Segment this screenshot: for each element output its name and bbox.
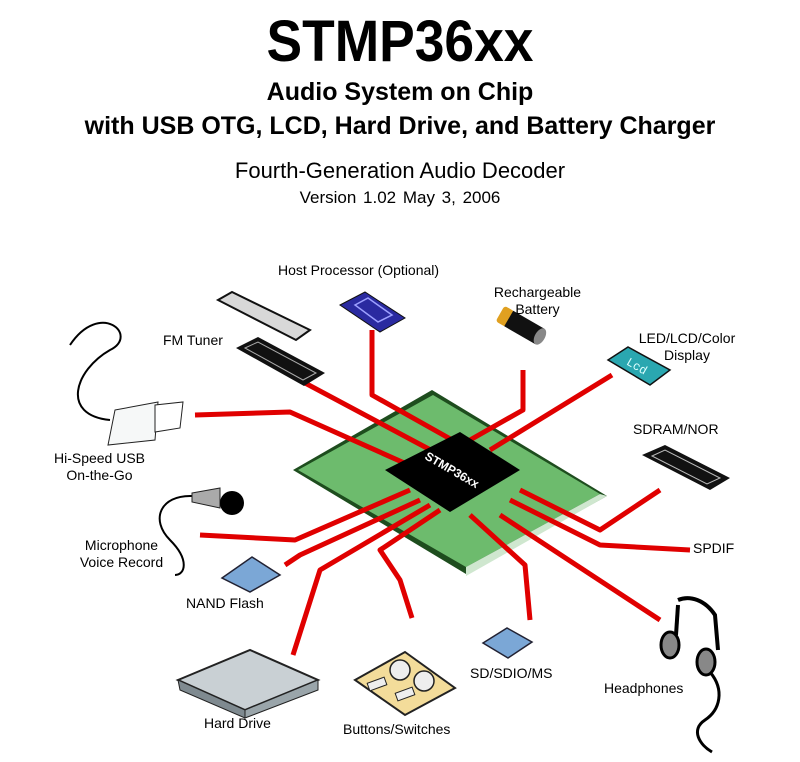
label-usb: Hi-Speed USB On-the-Go bbox=[53, 450, 146, 483]
label-headphones: Headphones bbox=[604, 680, 684, 696]
trace-battery bbox=[468, 370, 526, 443]
label-microphone: Microphone Voice Record bbox=[79, 537, 164, 570]
trace-microphone bbox=[199, 487, 411, 543]
usb-plug-icon bbox=[69, 321, 184, 446]
subtitle-line-2: with USB OTG, LCD, Hard Drive, and Batte… bbox=[84, 112, 716, 140]
label-buttons: Buttons/Switches bbox=[343, 721, 451, 737]
trace-fm-tuner bbox=[288, 372, 442, 458]
lcd-display-icon: Lcd bbox=[606, 346, 672, 386]
headphones-icon bbox=[659, 596, 721, 754]
hard-drive-icon bbox=[175, 648, 321, 719]
trace-spdif bbox=[508, 497, 691, 553]
description: Fourth-Generation Audio Decoder bbox=[234, 158, 566, 183]
trace-sd bbox=[468, 513, 533, 621]
label-sdram: SDRAM/NOR bbox=[633, 421, 719, 437]
fm-tuner-icon bbox=[215, 290, 325, 386]
trace-headphones bbox=[498, 512, 662, 623]
trace-display bbox=[488, 372, 614, 453]
sd-card-icon bbox=[481, 627, 534, 659]
trace-buttons bbox=[377, 507, 442, 619]
trace-hard-drive bbox=[290, 502, 432, 656]
document-title: STMP36xx bbox=[266, 9, 534, 74]
microphone-icon bbox=[158, 487, 244, 576]
label-host-processor: Host Processor (Optional) bbox=[278, 262, 440, 278]
battery-icon bbox=[496, 306, 547, 345]
trace-nand bbox=[283, 497, 422, 568]
label-sd: SD/SDIO/MS bbox=[470, 665, 553, 681]
label-nand: NAND Flash bbox=[186, 595, 264, 611]
buttons-panel-icon bbox=[353, 650, 457, 717]
label-hard-drive: Hard Drive bbox=[204, 715, 271, 731]
stmp36xx-chip: STMP36xx bbox=[385, 432, 520, 512]
signal-traces bbox=[194, 330, 691, 656]
memory-chip-icon bbox=[642, 445, 730, 490]
subtitle-line-1: Audio System on Chip bbox=[266, 78, 534, 106]
chip-icon bbox=[339, 291, 406, 333]
label-fm-tuner: FM Tuner bbox=[163, 332, 223, 348]
version-date: Version 1.02 May 3, 2006 bbox=[299, 188, 501, 207]
label-display: LED/LCD/Color Display bbox=[638, 330, 736, 363]
label-battery: Rechargeable Battery bbox=[493, 284, 582, 317]
flash-card-icon bbox=[220, 556, 282, 593]
label-spdif: SPDIF bbox=[693, 540, 735, 556]
trace-sdram bbox=[518, 487, 662, 533]
trace-usb bbox=[194, 409, 422, 473]
trace-host-processor bbox=[369, 330, 472, 453]
